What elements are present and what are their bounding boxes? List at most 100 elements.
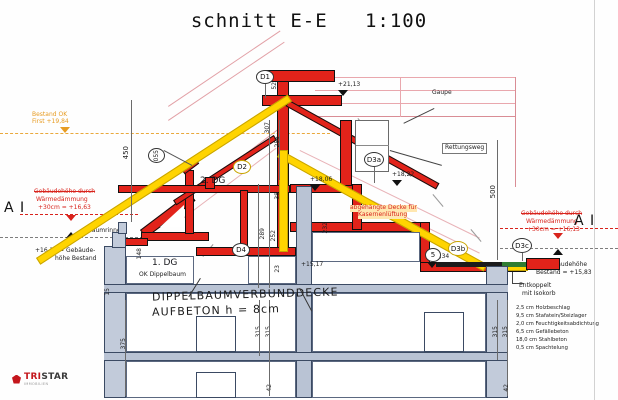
wall-step-left-2	[118, 222, 127, 234]
callout-d3a[interactable]: D3a	[364, 152, 384, 167]
layer-row: 0,5 cm Spachtelung	[516, 345, 568, 352]
callout-d2[interactable]: D2	[233, 160, 251, 174]
post-right-gaupe	[340, 120, 352, 186]
right-existing-note-line2: Bestand = +15,83	[536, 269, 592, 276]
dimension-38: 38	[274, 192, 281, 200]
storey-label-2dg: 2. DG	[200, 176, 226, 186]
guide-line	[400, 77, 401, 117]
room-attic-left	[126, 256, 194, 284]
decoupled-line1: Entkoppelt	[519, 282, 552, 289]
dimension-line-right	[497, 140, 498, 260]
post-left-small	[205, 177, 215, 189]
callout-d4-label: D4	[236, 246, 246, 254]
dimension-line-b3	[125, 300, 126, 396]
post-left-mid	[240, 190, 248, 248]
room-right-lower	[312, 361, 486, 398]
hatch-tick	[432, 194, 444, 207]
dimension-315d: 315	[502, 326, 509, 338]
dimension-line-c3	[279, 120, 280, 180]
level-marker-1822	[392, 180, 402, 186]
right-insulated-note-line2: Wärmedämmung	[526, 218, 578, 225]
decoupled-line2: mit Isokorb	[522, 290, 556, 297]
dimension-148: 148	[136, 248, 143, 260]
suspended-ceiling-line2: Kasernenlüftung	[358, 211, 408, 219]
callout-d4[interactable]: D4	[232, 243, 250, 257]
ok-dippelbaum-label: OK Dippelbaum	[139, 271, 186, 278]
callout-d3b-label: D3b	[450, 244, 466, 253]
section-mark-left: A I	[4, 200, 26, 216]
existing-height-line-right	[500, 248, 618, 249]
dimension-line-b4	[497, 300, 498, 360]
ridge-collar	[262, 95, 342, 106]
room-attic-right	[312, 232, 420, 262]
dimension-line-c1	[258, 184, 259, 288]
layer-row: 18,0 cm Stahlbeton	[516, 337, 567, 344]
left-insulated-note-line2: Wärmedämmung	[36, 196, 88, 203]
dimension-255: 255	[274, 136, 281, 148]
suspended-ceiling-line1: abgehängte Decke für	[350, 204, 417, 212]
slab-eg	[104, 352, 508, 361]
sheet-border-right	[594, 0, 595, 400]
callout-d3b[interactable]: D3b	[448, 241, 468, 256]
dimension-line-b5	[507, 300, 508, 396]
callout-055[interactable]: 055	[148, 148, 165, 163]
callout-5[interactable]: 5	[425, 248, 441, 262]
left-insulated-marker	[66, 215, 76, 221]
callout-d3a-label: D3a	[366, 155, 382, 164]
logo-mark-icon	[12, 374, 21, 384]
room-attic-mid	[248, 256, 296, 284]
dimension-15: 15	[104, 288, 111, 296]
dimension-315c: 315	[492, 326, 499, 338]
slab-1dg	[104, 284, 508, 293]
callout-5-label: 5	[430, 251, 436, 259]
right-insulated-marker	[553, 233, 563, 239]
left-insulated-note-line1: Gebäudehöhe durch	[34, 188, 96, 195]
dimension-line-left	[131, 100, 132, 222]
wall-exterior-left	[104, 246, 126, 398]
callout-leader	[522, 253, 523, 261]
logo-text-second: STAR	[41, 372, 69, 382]
dimension-500: 500	[489, 185, 497, 199]
callout-d3c-label: D3c	[515, 241, 529, 250]
existing-ridge-marker	[60, 127, 70, 133]
dimension-line-b1	[259, 300, 260, 356]
insulated-height-line-left	[20, 214, 138, 215]
level-1806: +18,06	[310, 176, 333, 183]
callout-leader	[265, 84, 266, 98]
roof-member-red	[185, 170, 194, 234]
decoupled-leader	[512, 272, 524, 284]
saumrinne-label: Saumrinne	[88, 227, 121, 234]
logo-subtitle: IMMOBILIEN	[24, 382, 49, 386]
logo-text-first: TRI	[24, 372, 42, 382]
roof-member-red	[141, 232, 209, 241]
callout-055-label: 055	[153, 149, 160, 162]
level-1822: +18,22	[392, 171, 415, 178]
dimension-307: 307	[264, 122, 271, 134]
section-mark-right: A I	[574, 213, 596, 229]
layer-row: 9,5 cm Stafatein/Steizlager	[516, 313, 587, 320]
existing-ridge-level-line	[0, 133, 330, 134]
left-insulated-note-line3: +30cm = +16,63	[38, 204, 91, 211]
callout-leader	[374, 167, 375, 183]
opening-door-left	[196, 316, 236, 352]
right-existing-marker	[553, 249, 563, 255]
callout-d3c[interactable]: D3c	[512, 238, 532, 253]
right-insulated-note-line3: +30cm = +16,13	[527, 226, 580, 233]
right-insulated-note-line1: Gebäudehöhe durch	[521, 210, 583, 217]
dimension-289: 289	[259, 228, 266, 240]
gaupe-label: Gaupe	[432, 89, 452, 96]
opening-door-left-lower	[196, 372, 236, 398]
dimension-23: 23	[274, 265, 281, 273]
opening-door-right	[424, 312, 464, 352]
dimension-line-c2	[269, 120, 270, 288]
parapet-cap-green	[502, 262, 526, 267]
guide-line	[315, 103, 515, 104]
page-title: schnitt E-E 1:100	[190, 10, 428, 32]
level-marker-1806	[310, 185, 320, 191]
callout-d1[interactable]: D1	[256, 70, 274, 84]
level-ridge: +21,13	[338, 81, 361, 88]
level-marker-ridge	[338, 90, 348, 96]
logo-text: TRISTAR	[24, 372, 68, 382]
